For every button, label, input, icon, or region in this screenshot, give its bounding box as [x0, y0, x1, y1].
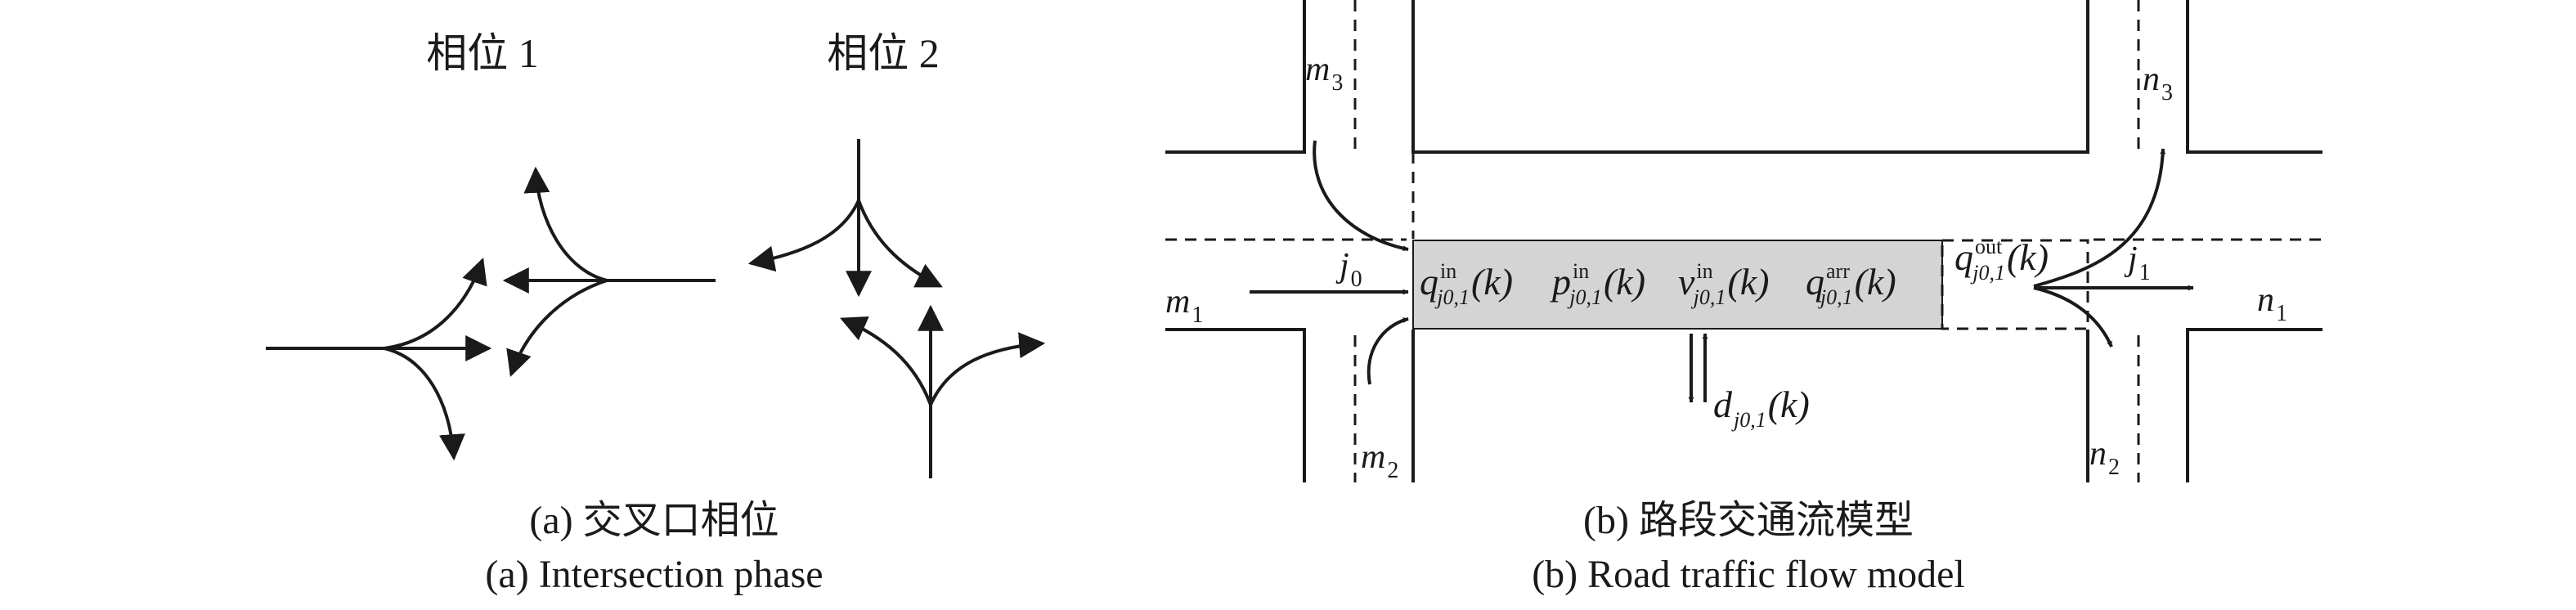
panel-b-caption-cn: (b) 路段交通流模型	[1583, 499, 1914, 542]
southbound-right-arrow	[747, 200, 860, 272]
phase-2-northbound-movements	[840, 304, 1046, 478]
road-edge-top-left	[1165, 0, 1306, 154]
label-n2: n2	[2089, 435, 2120, 480]
phase-2-southbound-movements	[747, 139, 943, 298]
road-link-segment	[1412, 240, 1943, 330]
phase-2-label: 相位 2	[827, 30, 940, 76]
label-m1: m1	[1165, 283, 1203, 328]
label-j0: j0	[1335, 247, 1362, 292]
label-m2: m2	[1361, 438, 1398, 483]
road-edge-top-link	[1411, 0, 2089, 154]
eastbound-left-arrow	[384, 257, 487, 350]
phase-1-eastbound-movements	[266, 257, 492, 461]
westbound-left-arrow	[506, 279, 608, 378]
label-m3: m3	[1305, 51, 1343, 96]
panel-a: 相位 1 相位 2 (a) 交叉口	[266, 30, 1046, 596]
phase-1-label: 相位 1	[426, 30, 539, 76]
label-n1: n1	[2257, 281, 2287, 326]
flow-exit-right-turn-arrow	[2033, 286, 2113, 348]
southbound-left-arrow	[857, 200, 943, 288]
var-d: dj0,1(k)	[1713, 383, 1810, 432]
road-edge-bottom-left	[1165, 328, 1306, 482]
flow-arrows	[1250, 140, 2194, 403]
northbound-right-arrow	[929, 332, 1046, 406]
label-j1: j1	[2124, 240, 2151, 285]
flow-m2-turn-arrow	[1367, 317, 1409, 385]
panel-a-caption-en: (a) Intersection phase	[485, 553, 823, 596]
road-edge-top-right	[2186, 0, 2322, 154]
road-edge-bottom-right	[2186, 328, 2322, 482]
westbound-right-arrow	[523, 166, 608, 282]
northbound-left-arrow	[840, 316, 932, 406]
panel-b-caption-en: (b) Road traffic flow model	[1532, 553, 1965, 596]
road-network	[1165, 0, 2322, 482]
flow-exit-left-turn-arrow	[2033, 148, 2166, 288]
label-n3: n3	[2143, 61, 2173, 105]
flow-m3-turn-arrow	[1313, 140, 1409, 252]
eastbound-right-arrow	[384, 347, 465, 461]
exit-zone	[1941, 239, 2089, 330]
lane-dividers	[1165, 0, 2322, 482]
panel-a-caption-cn: (a) 交叉口相位	[529, 499, 779, 542]
phase-1-westbound-movements	[502, 166, 716, 378]
node-labels: m3 n3 m1 j0 j1 n1 m2 n2	[1165, 51, 2287, 483]
